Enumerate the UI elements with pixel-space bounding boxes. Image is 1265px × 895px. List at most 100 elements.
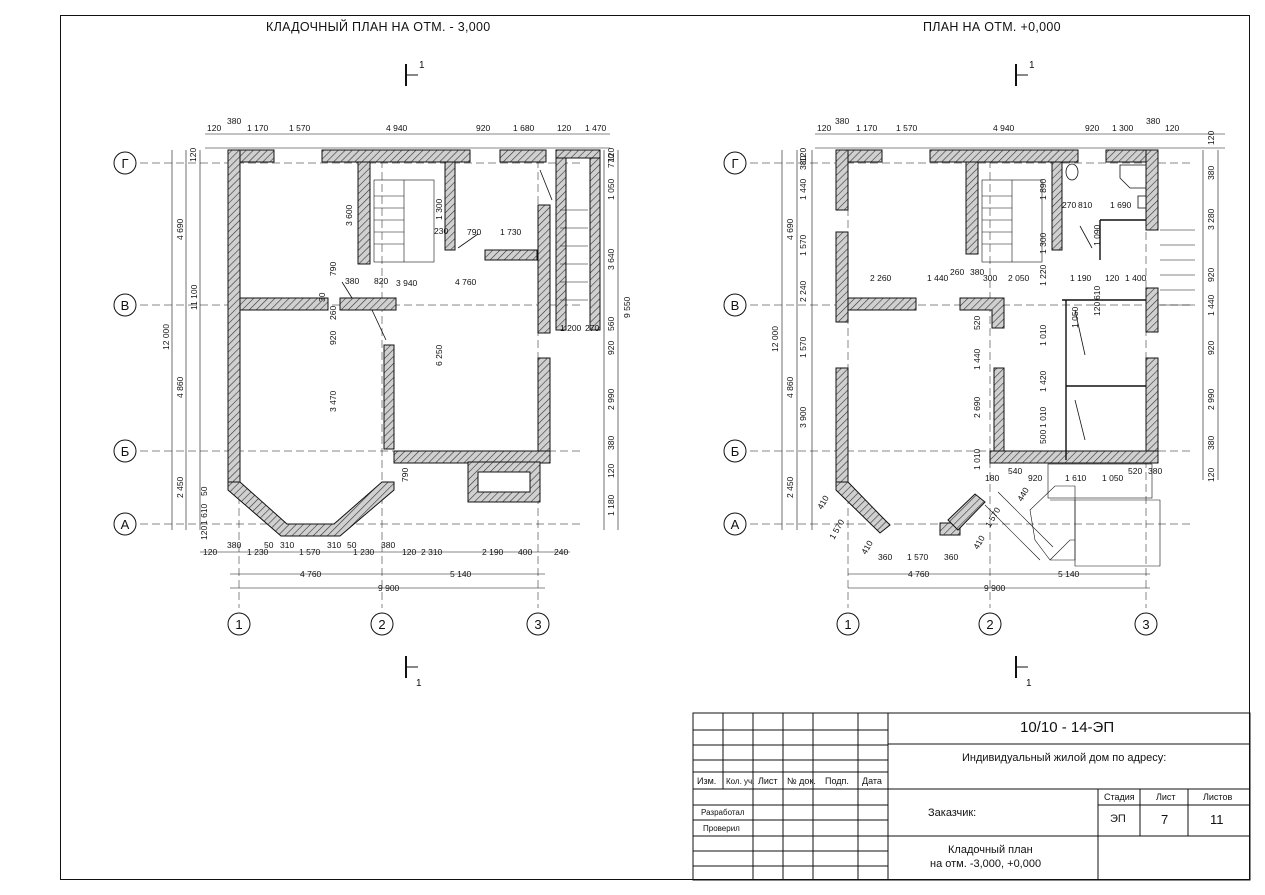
svg-text:1 230: 1 230 — [353, 547, 375, 557]
header-izm: Изм. — [697, 776, 717, 786]
svg-text:380: 380 — [345, 276, 359, 286]
right-wall-mid-v — [993, 367, 1005, 453]
svg-text:380: 380 — [798, 156, 808, 170]
svg-text:120: 120 — [606, 464, 616, 478]
svg-text:4 860: 4 860 — [175, 376, 185, 398]
left-wall-mid-h2 — [339, 297, 397, 311]
axis-label: В — [731, 298, 740, 313]
right-top-dimension-line — [815, 133, 1225, 149]
svg-text:1 570: 1 570 — [827, 517, 846, 541]
svg-text:770: 770 — [606, 154, 616, 168]
svg-text:1 690: 1 690 — [1110, 200, 1132, 210]
axis-row-A-right — [723, 512, 747, 536]
section-label: 1 — [1029, 60, 1035, 71]
svg-text:610: 610 — [1092, 286, 1102, 300]
svg-text:120: 120 — [1165, 123, 1179, 133]
left-wall-mid-v — [383, 344, 395, 450]
svg-text:5 140: 5 140 — [450, 569, 472, 579]
svg-text:120: 120 — [207, 123, 221, 133]
svg-text:410: 410 — [971, 533, 987, 551]
svg-text:380: 380 — [1148, 466, 1162, 476]
svg-text:3 940: 3 940 — [396, 278, 418, 288]
role-developed: Разработал — [701, 808, 745, 817]
axis-row-V-right — [723, 293, 747, 317]
svg-text:120: 120 — [402, 547, 416, 557]
svg-text:2 450: 2 450 — [785, 476, 795, 498]
svg-text:1 050: 1 050 — [1102, 473, 1124, 483]
right-wall-mid-h — [847, 297, 917, 311]
header-list: Лист — [758, 776, 778, 786]
svg-text:310: 310 — [327, 540, 341, 550]
right-wall-stair-2 — [1051, 161, 1063, 251]
left-corridor-wall — [484, 249, 538, 261]
svg-text:380: 380 — [1206, 436, 1216, 450]
svg-text:1 440: 1 440 — [798, 178, 808, 200]
section-cut-marks — [405, 64, 1028, 678]
right-bottom-dimension-line — [848, 573, 1150, 589]
axis-row-A-left — [113, 512, 137, 536]
svg-text:12 000: 12 000 — [770, 326, 780, 352]
left-plan-title: КЛАДОЧНЫЙ ПЛАН НА ОТМ. - 3,000 — [266, 20, 491, 34]
svg-text:9 900: 9 900 — [378, 583, 400, 593]
axis-label: 1 — [235, 617, 242, 632]
sheet-label: Лист — [1156, 792, 1176, 802]
svg-text:920: 920 — [1028, 473, 1042, 483]
svg-text:4 690: 4 690 — [175, 218, 185, 240]
right-left-dimension-line — [781, 150, 813, 530]
svg-text:2 690: 2 690 — [972, 396, 982, 418]
axis-label: Б — [731, 444, 740, 459]
svg-text:120: 120 — [1206, 468, 1216, 482]
object-address-label: Индивидуальный жилой дом по адресу: — [962, 752, 1167, 764]
svg-text:4 940: 4 940 — [993, 123, 1015, 133]
svg-text:2 310: 2 310 — [421, 547, 443, 557]
axis-label: Г — [731, 156, 738, 171]
section-label: 1 — [419, 60, 425, 71]
svg-text:2 990: 2 990 — [606, 388, 616, 410]
left-wall-right-lower — [537, 357, 551, 463]
header-kol: Кол. уч. — [726, 777, 755, 786]
svg-text:1 890: 1 890 — [1038, 178, 1048, 200]
project-code: 10/10 - 14-ЭП — [1020, 719, 1115, 736]
sheet-name-line2: на отм. -3,000, +0,000 — [930, 858, 1042, 870]
svg-text:120: 120 — [1092, 302, 1102, 316]
right-wall-mid-block — [959, 297, 1005, 329]
svg-text:1 190: 1 190 — [1070, 273, 1092, 283]
svg-text:380: 380 — [970, 267, 984, 277]
left-wall-left — [227, 149, 241, 483]
header-podp: Подп. — [825, 776, 849, 786]
svg-text:1 440: 1 440 — [927, 273, 949, 283]
svg-text:1 440: 1 440 — [972, 348, 982, 370]
svg-text:440: 440 — [1015, 485, 1031, 503]
svg-text:380: 380 — [227, 540, 241, 550]
svg-text:120: 120 — [798, 148, 808, 162]
left-wall-mid-h — [239, 297, 329, 311]
svg-text:30: 30 — [317, 292, 327, 302]
right-right-dimension-line — [1202, 150, 1219, 480]
svg-text:2 240: 2 240 — [798, 280, 808, 302]
svg-text:12 000: 12 000 — [161, 324, 171, 350]
sheets-label: Листов — [1203, 792, 1233, 802]
left-left-dimension-line — [171, 150, 201, 530]
svg-text:1 180: 1 180 — [606, 494, 616, 516]
right-bay-wall-2 — [947, 493, 986, 531]
svg-text:1 440: 1 440 — [1206, 294, 1216, 316]
stage-label: Стадия — [1104, 792, 1135, 802]
axis-label: 2 — [378, 617, 385, 632]
svg-text:3 280: 3 280 — [1206, 208, 1216, 230]
svg-text:1 010: 1 010 — [1038, 324, 1048, 346]
svg-text:2 050: 2 050 — [1008, 273, 1030, 283]
axis-label: 2 — [986, 617, 993, 632]
svg-text:1 170: 1 170 — [247, 123, 269, 133]
svg-text:2 260: 2 260 — [870, 273, 892, 283]
svg-text:260: 260 — [328, 306, 338, 320]
svg-text:920: 920 — [1206, 341, 1216, 355]
svg-text:1 010: 1 010 — [1038, 406, 1048, 428]
svg-text:1 570: 1 570 — [798, 234, 808, 256]
svg-text:540: 540 — [1008, 466, 1022, 476]
axis-label: В — [121, 298, 130, 313]
right-wall-right-1 — [1145, 149, 1159, 231]
svg-text:120: 120 — [188, 148, 198, 162]
svg-text:4 690: 4 690 — [785, 218, 795, 240]
axis-row-B-right — [723, 439, 747, 463]
svg-text:520: 520 — [1128, 466, 1142, 476]
